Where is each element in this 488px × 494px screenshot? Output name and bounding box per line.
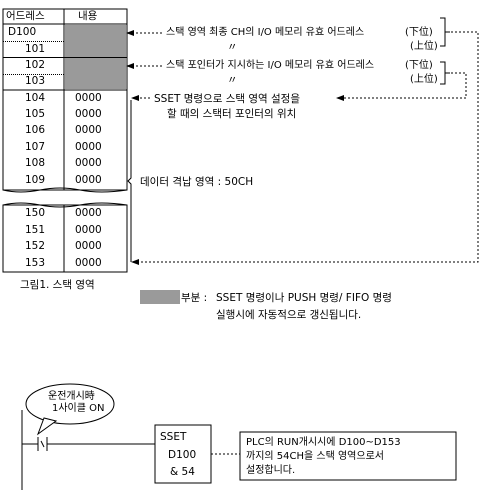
annotation-sset-2: 할 때의 스택터 포인터의 위치 <box>167 108 297 120</box>
legend-swatch <box>140 290 180 304</box>
legend-label: 부분 : <box>181 292 208 304</box>
row-address: 101 <box>25 43 46 55</box>
row-address: 153 <box>25 257 46 269</box>
row-value: 0000 <box>75 108 102 120</box>
callout-tail <box>36 417 58 436</box>
pointer-current-loop <box>342 72 467 99</box>
row-divider-101-102 <box>3 57 127 58</box>
row-address: 108 <box>25 157 46 169</box>
annotation-ditto: 〃 <box>227 41 238 53</box>
row-address: 106 <box>25 124 46 136</box>
row-address: D100 <box>8 26 37 38</box>
note-box <box>239 431 457 481</box>
annotation-ditto: 〃 <box>227 74 238 86</box>
grey-cell-102-103 <box>65 58 126 89</box>
data-area-brace <box>127 100 132 262</box>
callout-line-2: 1사이클 ON <box>52 403 105 414</box>
brace-top <box>440 17 450 47</box>
brace-bottom <box>440 61 450 85</box>
arrow-head <box>131 259 139 265</box>
pointer-last-ch-loop <box>135 31 479 263</box>
row-address: 105 <box>25 108 46 120</box>
note-line-1: PLC의 RUN개시시에 D100~D153 <box>246 437 401 448</box>
row-value: 0000 <box>75 92 102 104</box>
header-address: 어드레스 <box>6 10 45 22</box>
arrow-head <box>126 63 134 69</box>
figure-caption: 그림1. 스택 영역 <box>20 279 95 291</box>
note-line-3: 설정합니다. <box>246 465 296 476</box>
annotation-data-area: 데이터 격납 영역 : 50CH <box>140 176 254 188</box>
row-address: 102 <box>25 59 46 71</box>
row-value: 0000 <box>75 207 102 219</box>
annotation-upper: (上位) <box>410 41 438 52</box>
instruction-name: SSET <box>160 431 187 443</box>
row-value: 0000 <box>75 240 102 252</box>
header-content: 내용 <box>78 10 98 22</box>
arrow-head <box>126 30 134 36</box>
arrow-head <box>131 95 139 101</box>
row-divider <box>3 41 64 42</box>
row-value: 0000 <box>75 141 102 153</box>
row-address: 150 <box>25 207 46 219</box>
contact-mark <box>40 440 45 448</box>
table-top-border <box>2 8 128 191</box>
note-line-2: 까지의 54CH을 스택 영역으로서 <box>246 451 384 462</box>
annotation-sset-1: SSET 명령으로 스택 영역 설정을 <box>154 93 300 105</box>
table-bottom-border <box>2 204 128 273</box>
instruction-operand-2: & 54 <box>170 466 195 478</box>
grey-cell-d100-101 <box>65 25 126 57</box>
row-divider <box>3 74 64 75</box>
row-value: 0000 <box>75 257 102 269</box>
row-address: 107 <box>25 141 46 153</box>
break-wave-bottom <box>2 202 128 208</box>
row-value: 0000 <box>75 124 102 136</box>
annotation-last-ch: 스택 영역 최종 CH의 I/O 메모리 유효 어드레스 <box>166 27 365 38</box>
row-address: 109 <box>25 174 46 186</box>
row-address: 104 <box>25 92 46 104</box>
row-value: 0000 <box>75 174 102 186</box>
row-address: 103 <box>25 75 46 87</box>
annotation-lower: (下位) <box>405 27 433 38</box>
arrow-head <box>336 95 344 101</box>
row-address: 151 <box>25 224 46 236</box>
callout-line-1: 운전개시時 <box>48 391 95 402</box>
row-address: 152 <box>25 240 46 252</box>
annotation-pointer: 스택 포인터가 지시하는 I/O 메모리 유효 어드레스 <box>166 60 375 71</box>
row-value: 0000 <box>75 224 102 236</box>
legend-line-1: SSET 명령이나 PUSH 명령/ FIFO 명령 <box>216 292 392 304</box>
legend-line-2: 실행시에 자동적으로 갱신됩니다. <box>216 309 362 321</box>
annotation-lower: (下位) <box>405 60 433 71</box>
break-wave-top <box>2 187 128 193</box>
callout-bubble <box>25 383 115 425</box>
row-value: 0000 <box>75 157 102 169</box>
annotation-upper: (上位) <box>410 74 438 85</box>
instruction-operand-1: D100 <box>168 449 197 461</box>
